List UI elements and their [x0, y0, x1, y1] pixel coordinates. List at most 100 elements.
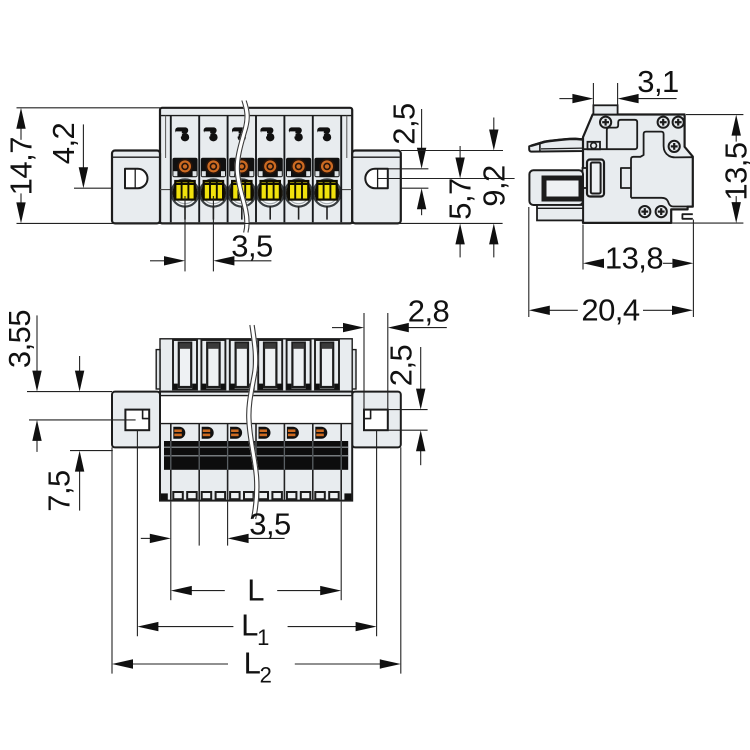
dimension-arrowhead [672, 258, 694, 268]
top-tooth-1 [172, 339, 198, 391]
dimension-arrowhead [455, 157, 465, 179]
side-rivet-2 [656, 115, 670, 129]
dim-front-pitch: 3,5 [231, 228, 273, 263]
top-tooth-5 [285, 339, 312, 391]
dim-side-height: 13,5 [719, 142, 750, 200]
dim-top-length-l2-sub: 2 [260, 663, 272, 688]
dimension-arrowhead [528, 305, 550, 315]
dim-top-length-l2: L [244, 645, 261, 680]
side-lever [528, 137, 584, 153]
dim-side-stub-width-group: 3,1 [559, 64, 679, 110]
front-contact-5 [290, 158, 307, 175]
dim-side-stub-width: 3,1 [637, 64, 679, 99]
dim-top-hole-width-group: 2,8 [332, 294, 450, 410]
dim-front-total-height: 14,7 [4, 137, 39, 195]
front-pushbutton-6 [316, 179, 338, 201]
dimension-arrowhead [387, 322, 409, 333]
dim-top-hole-width: 2,8 [408, 294, 450, 329]
dim-top-hole-center-offset-group: 3,55 [2, 310, 136, 452]
dimension-arrowhead [617, 93, 639, 104]
dimension-arrowhead [489, 129, 499, 151]
top-pole-4 [257, 426, 283, 501]
top-flange-hole-right [363, 408, 389, 432]
dim-front-hole-height: 2,5 [387, 103, 422, 145]
dimension-arrowhead [170, 585, 192, 596]
front-dimensions: 14,7 4,2 2,5 5,7 9,2 3,5 [4, 103, 515, 272]
dim-top-length-l1: L [241, 608, 258, 643]
dimension-arrowhead [32, 419, 42, 441]
dim-top-length-l: L [247, 573, 264, 608]
side-dimensions: 3,1 13,5 13,8 20,4 [528, 64, 750, 328]
top-pole-3 [229, 426, 255, 501]
top-view [111, 324, 402, 520]
dimension-arrowhead [32, 370, 42, 392]
front-pushbutton-5 [287, 179, 310, 201]
dimension-arrowhead [416, 147, 427, 169]
dimension-arrowhead [213, 256, 235, 266]
dimension-arrowhead [416, 430, 426, 452]
dimension-arrowhead [16, 202, 26, 224]
front-pole-4 [255, 127, 285, 220]
dim-top-hole-height: 2,5 [384, 345, 419, 387]
dim-front-hole-height-group: 2,5 [387, 103, 429, 216]
dimension-arrowhead [343, 322, 364, 333]
dimension-arrowhead [672, 305, 693, 315]
dim-front-center-to-bottom: 5,7 [443, 178, 478, 220]
dim-side-total-depth-group: 20,4 [528, 207, 693, 328]
dim-top-clamp-offset-group: 7,5 [42, 356, 113, 512]
dimension-arrowhead [137, 621, 159, 632]
front-flange-hole-left [124, 167, 149, 190]
front-contact-6 [319, 158, 335, 175]
dimension-arrowhead [731, 114, 741, 136]
side-rivet-6 [654, 205, 668, 219]
dim-side-body-depth-group: 13,8 [582, 219, 694, 317]
dimension-arrowhead [731, 202, 741, 224]
side-rivet-3 [671, 115, 685, 129]
dim-top-hole-height-group: 2,5 [384, 345, 428, 466]
dimension-arrowhead [149, 533, 171, 544]
dimension-arrowhead [74, 450, 85, 472]
front-pole-2 [198, 127, 229, 220]
dimension-arrowhead [320, 585, 342, 596]
dimension-arrowhead [78, 167, 89, 189]
dimension-arrowhead [227, 533, 249, 544]
front-contact-2 [205, 158, 222, 175]
dim-top-length-l2-group: L 2 [111, 447, 402, 688]
side-rivet-5 [638, 205, 652, 219]
top-pole-5 [285, 426, 312, 501]
dim-top-length-l1-group: L 1 [136, 430, 378, 650]
dim-side-body-depth: 13,8 [605, 240, 663, 275]
dimension-arrowhead [355, 621, 377, 632]
front-contact-4 [262, 158, 278, 175]
dim-front-flange-height: 9,2 [476, 165, 511, 207]
side-rivet-4 [667, 139, 681, 153]
dimension-arrowhead [416, 188, 427, 210]
dim-top-pitch: 3,5 [249, 507, 291, 542]
dim-front-center-to-bottom-group: 5,7 [443, 146, 478, 258]
dimension-arrowhead [112, 659, 133, 669]
top-dimensions: 3,55 7,5 2,8 2,5 3,5 L L 1 L 2 [2, 294, 450, 688]
dim-top-clamp-offset: 7,5 [42, 470, 77, 512]
dimension-arrowhead [455, 223, 465, 245]
top-pole-1 [172, 426, 198, 501]
front-pushbutton-4 [259, 179, 281, 201]
top-tooth-3 [228, 339, 255, 391]
dimension-arrowhead [74, 370, 85, 392]
dim-top-pitch-group: 3,5 [140, 501, 291, 601]
top-pole-2 [200, 426, 227, 501]
front-pole-5 [283, 127, 314, 220]
dim-side-height-group: 13,5 [671, 114, 750, 224]
dim-side-total-depth: 20,4 [581, 293, 640, 328]
top-tooth-2 [200, 339, 227, 391]
side-rivet-1 [599, 115, 613, 129]
front-contact-1 [177, 158, 193, 175]
dim-front-flange-height-group: 9,2 [476, 117, 511, 258]
dimension-arrowhead [583, 258, 604, 268]
front-pole-6 [312, 127, 342, 220]
dim-front-flange-offset-group: 4,2 [46, 123, 112, 189]
dimension-arrowhead [164, 256, 185, 266]
dimension-arrowhead [416, 388, 426, 410]
dimension-arrowhead [379, 659, 401, 669]
